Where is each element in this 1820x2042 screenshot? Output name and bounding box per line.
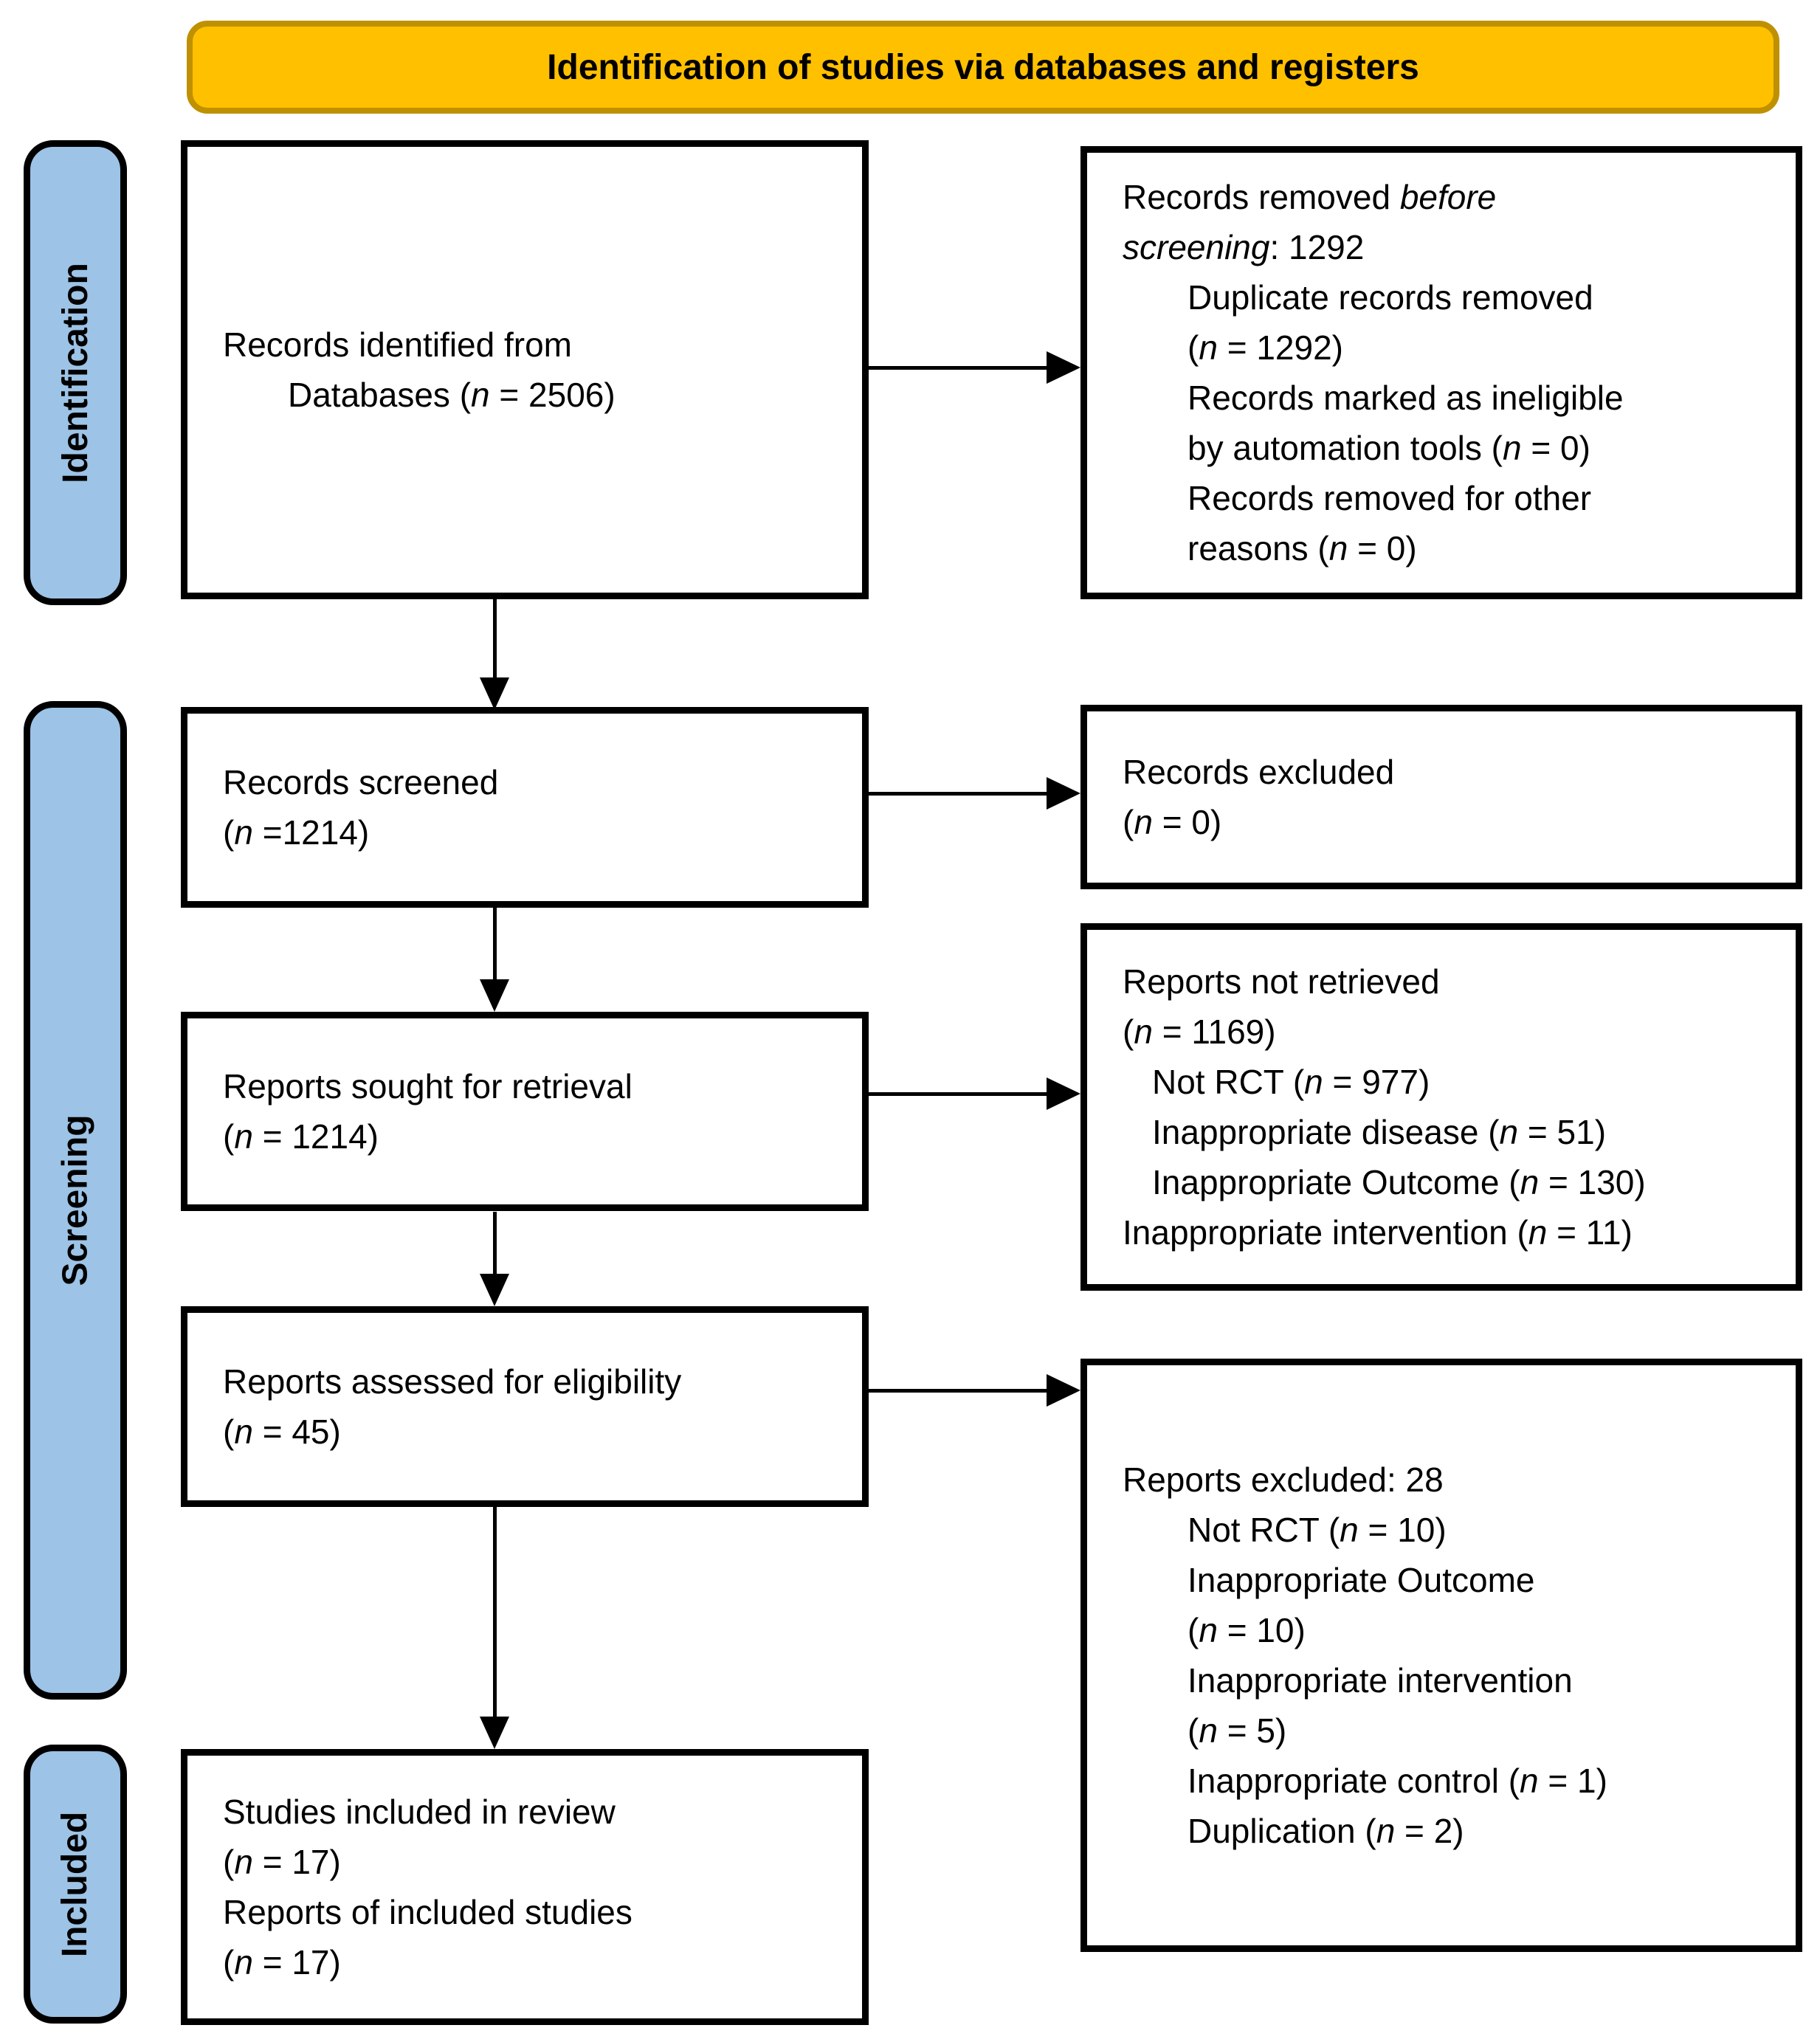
box-records-screened-text: Records screened(n =1214) <box>223 763 499 852</box>
arrow-right-assessed-to-reports-excluded <box>869 1374 1080 1407</box>
arrow-right-identified-to-removed <box>869 351 1080 384</box>
stage-label-identification: Identification <box>24 140 127 605</box>
box-reports-assessed-text: Reports assessed for eligibility(n = 45) <box>223 1362 682 1451</box>
box-reports-assessed-for-eligibility: Reports assessed for eligibility(n = 45) <box>181 1306 869 1507</box>
box-records-excluded-text: Records excluded(n = 0) <box>1123 753 1395 841</box>
diagram-title-banner: Identification of studies via databases … <box>187 21 1779 114</box>
stage-label-screening: Screening <box>24 701 127 1700</box>
box-reports-sought-for-retrieval: Reports sought for retrieval(n = 1214) <box>181 1012 869 1211</box>
arrow-down-assessed-to-included <box>480 1507 509 1749</box>
box-records-excluded: Records excluded(n = 0) <box>1080 705 1802 889</box>
stage-label-included-text: Included <box>55 1811 95 1957</box>
box-reports-sought-text: Reports sought for retrieval(n = 1214) <box>223 1067 632 1156</box>
box-studies-included-in-review: Studies included in review(n = 17)Report… <box>181 1749 869 2025</box>
arrow-down-screened-to-sought <box>480 907 509 1012</box>
box-reports-not-retrieved-text: Reports not retrieved(n = 1169)Not RCT (… <box>1123 962 1646 1252</box>
arrow-right-screened-to-excluded <box>869 777 1080 810</box>
stage-label-identification-text: Identification <box>55 262 95 483</box>
arrow-down-sought-to-assessed <box>480 1212 509 1306</box>
box-records-screened: Records screened(n =1214) <box>181 707 869 908</box>
diagram-title: Identification of studies via databases … <box>547 47 1419 87</box>
arrow-down-identified-to-screened <box>480 599 509 710</box>
arrow-right-sought-to-not-retrieved <box>869 1077 1080 1110</box>
stage-label-included: Included <box>24 1745 127 2024</box>
stage-label-screening-text: Screening <box>55 1114 95 1286</box>
box-reports-not-retrieved: Reports not retrieved(n = 1169)Not RCT (… <box>1080 923 1802 1291</box>
box-studies-included-text: Studies included in review(n = 17)Report… <box>223 1793 632 1981</box>
